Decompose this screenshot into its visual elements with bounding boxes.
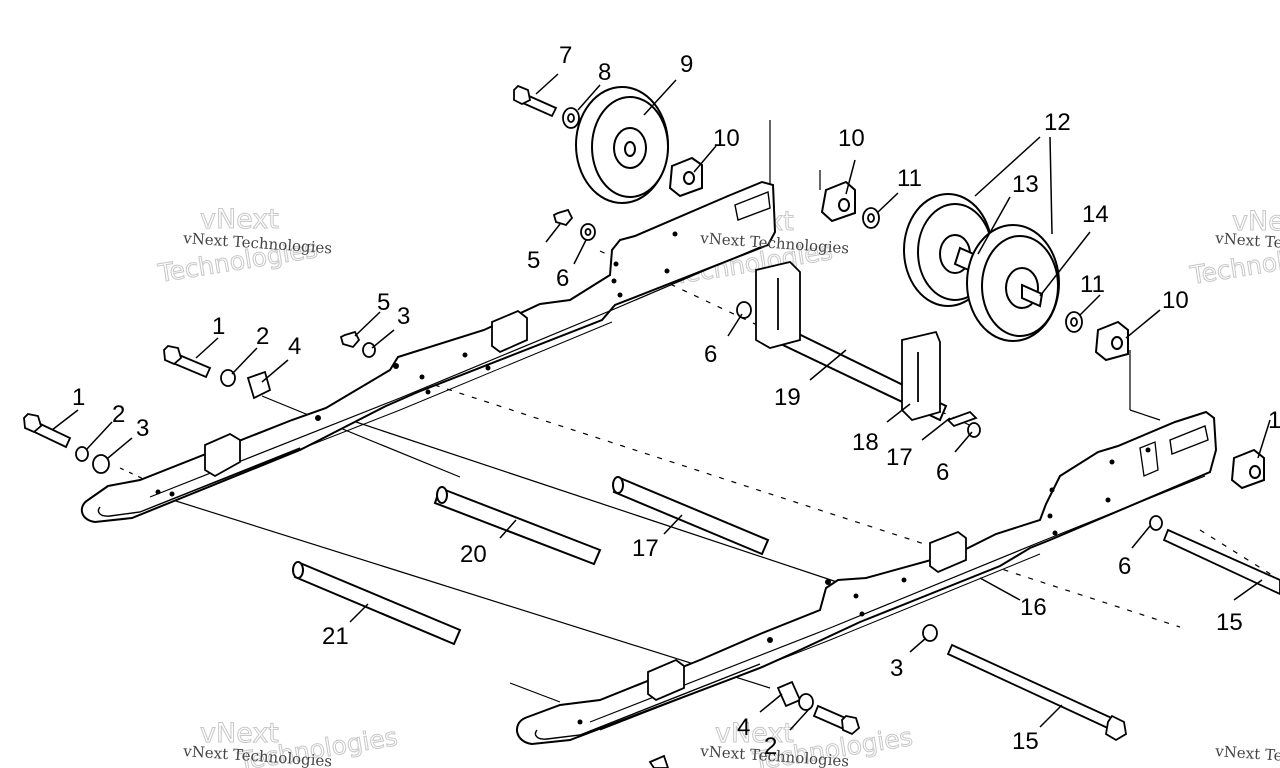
hardware <box>23 84 1163 768</box>
callout-10: 10 <box>713 125 740 152</box>
callout-11: 11 <box>897 165 922 192</box>
callout-5: 5 <box>377 289 390 316</box>
callout-20: 20 <box>460 541 487 568</box>
callout-16: 16 <box>1020 594 1047 621</box>
watermark-large-text: vNext <box>200 718 279 749</box>
rivet-holes <box>155 231 1151 725</box>
callout-2: 2 <box>764 733 777 760</box>
callout-18: 18 <box>852 429 879 456</box>
callout-1: 1 <box>212 313 225 340</box>
left-frame-rail <box>80 180 777 524</box>
callout-3: 3 <box>136 415 149 442</box>
callout-4: 4 <box>288 333 301 360</box>
callout-8: 8 <box>598 59 611 86</box>
callout-10: 10 <box>1162 287 1189 314</box>
callout-17: 17 <box>886 444 913 471</box>
callout-13: 13 <box>1012 171 1039 198</box>
callout-21: 21 <box>322 623 349 650</box>
idler-wheel-12-13 <box>903 193 1060 342</box>
long-bolts <box>946 528 1280 742</box>
callout-3: 3 <box>890 655 903 682</box>
leader-lines <box>51 73 1271 731</box>
callout-17: 17 <box>632 535 659 562</box>
cross-shafts <box>292 318 948 646</box>
callout-15: 15 <box>1012 728 1039 755</box>
callout-11: 11 <box>1080 271 1105 298</box>
callout-6: 6 <box>936 459 949 486</box>
callout-9: 9 <box>680 51 693 78</box>
callout-7: 7 <box>559 42 572 69</box>
callout-5: 5 <box>527 247 540 274</box>
slide-brackets <box>755 261 941 422</box>
callout-labels: 7 8 9 10 10 10 1 11 11 12 13 14 5 6 5 3 … <box>72 42 1280 760</box>
callout-10: 10 <box>838 125 865 152</box>
callout-1: 1 <box>72 384 85 411</box>
callout-19: 19 <box>774 384 801 411</box>
callout-4: 4 <box>737 714 750 741</box>
callout-10: 1 <box>1268 407 1280 434</box>
callout-6: 6 <box>1118 553 1131 580</box>
callout-15: 15 <box>1216 609 1243 636</box>
rail-brackets <box>204 309 967 702</box>
callout-3: 3 <box>397 303 410 330</box>
watermark-large-text: vNext <box>200 204 279 235</box>
callout-2: 2 <box>112 401 125 428</box>
watermark-large-text: vNext <box>715 718 794 749</box>
right-frame-rail <box>516 410 1218 746</box>
callout-12: 12 <box>1044 109 1071 136</box>
callout-2: 2 <box>256 323 269 350</box>
callout-6: 6 <box>704 341 717 368</box>
watermark-large-text: vNext <box>1232 206 1280 237</box>
callout-14: 14 <box>1082 201 1109 228</box>
watermark-text: vNext Technologies <box>1214 742 1280 768</box>
idler-wheel-9 <box>575 86 669 204</box>
callout-6: 6 <box>556 265 569 292</box>
